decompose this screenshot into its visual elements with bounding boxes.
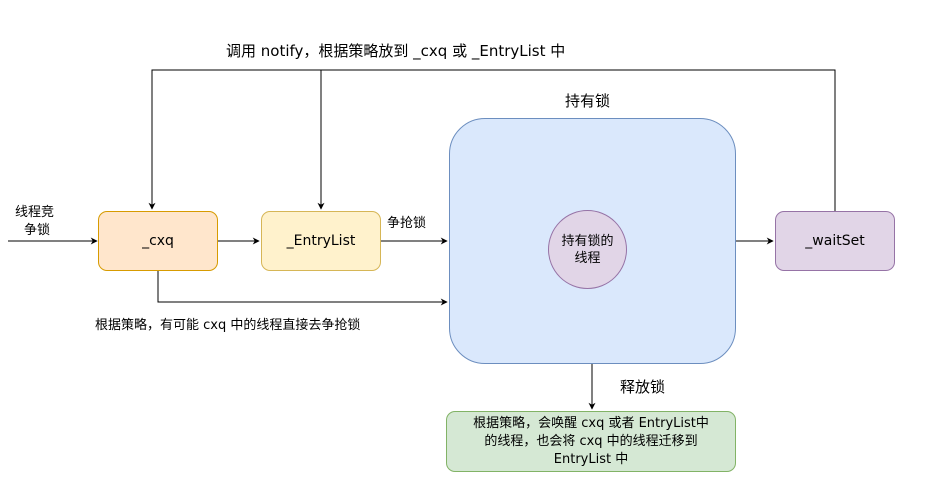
waitset-label: _waitSet xyxy=(805,233,865,249)
edge-waitset-notify-to-cxq xyxy=(148,69,836,211)
edge-cxq-direct-to-owner xyxy=(157,271,448,306)
compete-label-line1: 线程竞 xyxy=(15,205,55,220)
owner-thread-node: 持有锁的 线程 xyxy=(548,210,627,289)
owner-thread-label-line2: 线程 xyxy=(574,250,601,266)
cxq-node: _cxq xyxy=(98,211,218,271)
hold-lock-label: 持有锁 xyxy=(565,92,611,110)
entrylist-label: _EntryList xyxy=(286,233,356,249)
direct-contend-label: 根据策略，有可能 cxq 中的线程直接去争抢锁 xyxy=(95,318,361,333)
release-note-node: 根据策略，会唤醒 cxq 或者 EntryList中 的线程，也会将 cxq 中… xyxy=(446,411,736,472)
entrylist-node: _EntryList xyxy=(261,211,381,271)
contend-label: 争抢锁 xyxy=(387,216,427,231)
release-lock-label: 释放锁 xyxy=(620,378,666,396)
release-note-line3: EntryList 中 xyxy=(553,451,629,467)
waitset-node: _waitSet xyxy=(775,211,895,271)
notify-label: 调用 notify，根据策略放到 _cxq 或 _EntryList 中 xyxy=(226,42,566,60)
cxq-label: _cxq xyxy=(142,233,174,249)
release-note-line2: 的线程，也会将 cxq 中的线程迁移到 xyxy=(484,433,698,449)
release-note-line1: 根据策略，会唤醒 cxq 或者 EntryList中 xyxy=(473,415,709,431)
owner-thread-label-line1: 持有锁的 xyxy=(561,233,614,249)
compete-label-line2: 争锁 xyxy=(24,223,51,238)
